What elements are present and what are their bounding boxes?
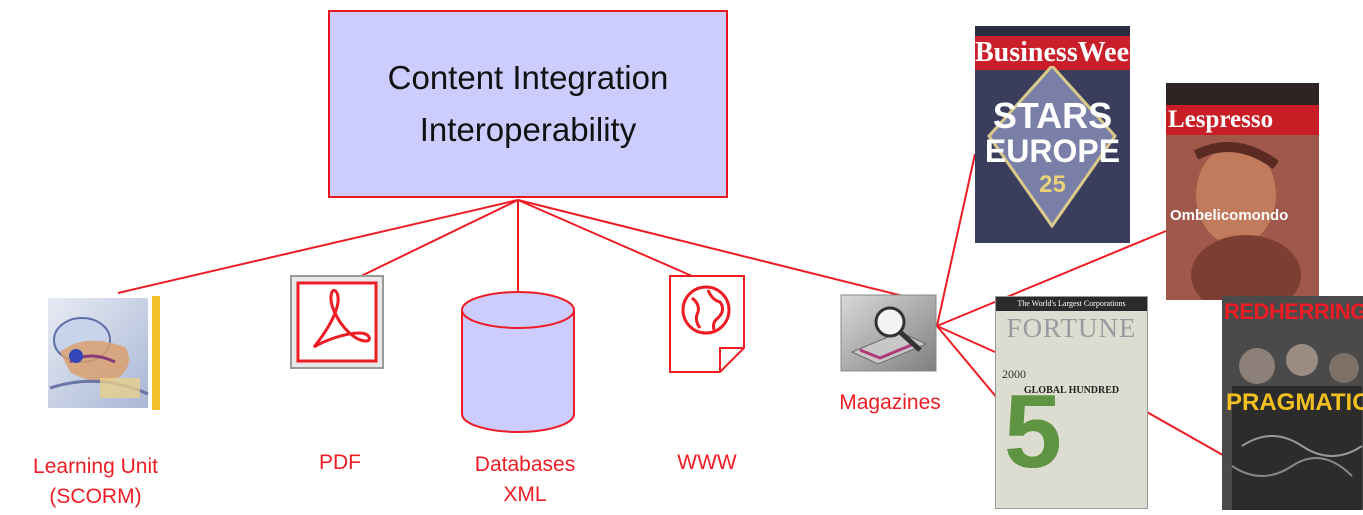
connector-pdf xyxy=(356,199,519,279)
fortune-tagline: The World's Largest Corporations xyxy=(996,297,1147,311)
fortune-cover: The World's Largest Corporations FORTUNE… xyxy=(995,296,1148,509)
connector-www xyxy=(517,199,693,277)
businessweek-masthead: BusinessWeek xyxy=(975,36,1130,70)
connector-learning-unit xyxy=(117,199,519,294)
connector-magazines xyxy=(517,199,904,297)
lespresso-cover-figure xyxy=(1191,142,1301,300)
learning-unit-label-line1: Learning Unit xyxy=(33,455,158,478)
learning-unit-icon xyxy=(48,296,160,410)
hub-title-line1: Content Integration xyxy=(387,59,669,96)
fortune-headline: GLOBAL HUNDRED xyxy=(1023,385,1120,396)
databases-label-line2: XML xyxy=(503,483,547,506)
magazine-search-icon xyxy=(840,294,937,372)
businessweek-headline2: EUROPE xyxy=(984,133,1121,169)
businessweek-number: 25 xyxy=(1039,171,1066,198)
magazines-label: Magazines xyxy=(839,391,941,414)
databases-label-line1: Databases xyxy=(474,453,576,476)
businessweek-headline1: STARS xyxy=(992,95,1113,136)
businessweek-star-diamond xyxy=(987,66,1117,229)
connector-businessweek xyxy=(936,153,976,327)
web-page-globe-icon xyxy=(669,275,745,373)
pdf-label: PDF xyxy=(319,451,361,474)
lespresso-masthead: Lespresso xyxy=(1166,105,1319,135)
www-label: WWW xyxy=(677,451,737,474)
lespresso-cover: Lespresso Ombelicomondo xyxy=(1166,83,1319,300)
fortune-year: 2000 xyxy=(1002,367,1026,381)
pdf-icon xyxy=(290,275,384,369)
fortune-numeral: 5 xyxy=(1004,374,1062,490)
learning-unit-label-line2: (SCORM) xyxy=(49,485,142,508)
redherring-cover: REDHERRING PRAGMATICS xyxy=(1222,296,1363,510)
databases-label: Databases XML xyxy=(445,450,605,510)
redherring-masthead: REDHERRING xyxy=(1224,299,1363,324)
redherring-cover-photo xyxy=(1231,344,1363,510)
redherring-headline: PRAGMATICS xyxy=(1226,389,1363,416)
learning-unit-label: Learning Unit (SCORM) xyxy=(8,452,183,512)
businessweek-cover: BusinessWeek STARS EUROPE 25 xyxy=(975,26,1130,243)
lespresso-headline: Ombelicomondo xyxy=(1170,207,1289,224)
hub-box: Content Integration Interoperability xyxy=(328,10,728,198)
hub-title-line2: Interoperability xyxy=(419,111,637,148)
database-cylinder-icon xyxy=(461,291,575,433)
connector-lespresso xyxy=(936,230,1167,327)
connector-fortune xyxy=(936,325,996,353)
fortune-masthead: FORTUNE xyxy=(1006,313,1137,343)
